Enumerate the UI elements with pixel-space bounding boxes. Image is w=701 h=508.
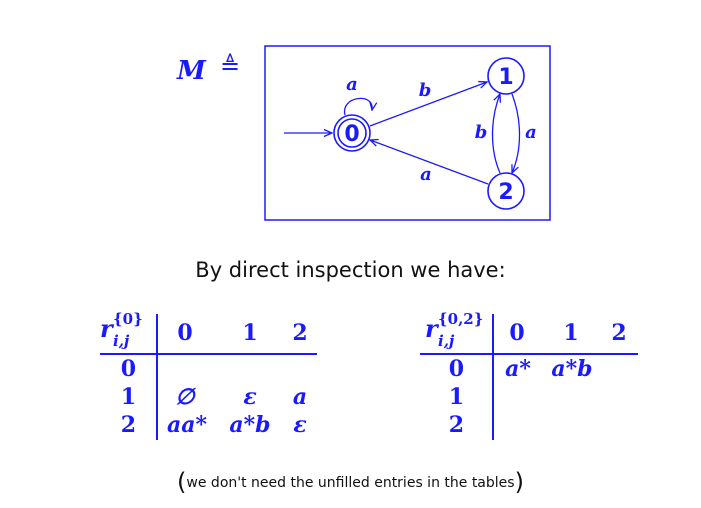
transition-0-0 — [344, 97, 373, 116]
table-cell: a* — [505, 356, 531, 382]
col-header-2: 2 — [611, 320, 627, 346]
table-r02-hline — [420, 353, 638, 355]
r-symbol: r — [425, 314, 438, 343]
table-r0-vline — [156, 314, 158, 440]
table-r02-header-symbol: r {0,2} i,j — [425, 310, 495, 362]
transition-2-0 — [370, 140, 489, 185]
defined-as-symbol: ≜ — [220, 52, 241, 80]
transition-2-0-label: a — [420, 164, 432, 185]
transition-0-0-label: a — [346, 74, 358, 95]
diagram-frame — [264, 45, 551, 221]
superscript: {0} — [113, 310, 143, 328]
table-r0-header-symbol: r {0} i,j — [100, 310, 160, 362]
table-cell: ε — [243, 384, 257, 410]
col-header-0: 0 — [509, 320, 525, 346]
footnote-text: we don't need the unfilled entries in th… — [186, 475, 515, 491]
state-1 — [487, 57, 525, 95]
table-cell: ε — [293, 412, 307, 438]
subscript: i,j — [438, 332, 455, 350]
row-header-2: 2 — [120, 412, 136, 438]
col-header-1: 1 — [563, 320, 579, 346]
state-0-label: 0 — [344, 122, 359, 147]
table-cell: ∅ — [175, 384, 195, 410]
transition-2-1-label: b — [475, 122, 488, 143]
transition-1-2 — [512, 93, 521, 173]
machine-name: M — [177, 56, 206, 86]
row-header-1: 1 — [448, 384, 464, 410]
transition-0-1-label: b — [419, 80, 432, 101]
transition-1-2-label: a — [525, 122, 537, 143]
table-cell: aa* — [166, 412, 207, 438]
row-header-2: 2 — [448, 412, 464, 438]
row-header-0: 0 — [120, 356, 136, 382]
table-cell: a — [292, 384, 308, 410]
row-header-0: 0 — [448, 356, 464, 382]
col-header-2: 2 — [292, 320, 308, 346]
transition-0-1 — [369, 82, 487, 127]
table-cell: a*b — [551, 356, 593, 382]
transition-2-1 — [491, 94, 501, 174]
table-cell: a*b — [229, 412, 271, 438]
col-header-0: 0 — [177, 320, 193, 346]
col-header-1: 1 — [242, 320, 258, 346]
state-1-label: 1 — [498, 65, 513, 90]
state-2 — [487, 172, 525, 210]
state-0-outer — [333, 114, 371, 152]
row-header-1: 1 — [120, 384, 136, 410]
table-r02-vline — [492, 314, 494, 440]
table-r0-hline — [100, 353, 317, 355]
footnote-close-paren: ) — [514, 468, 524, 496]
subscript: i,j — [113, 332, 130, 350]
superscript: {0,2} — [438, 310, 484, 328]
footnote-open-paren: ( — [177, 468, 187, 496]
state-2-label: 2 — [498, 180, 513, 205]
footnote: (we don't need the unfilled entries in t… — [0, 468, 701, 496]
r-symbol: r — [100, 314, 113, 343]
caption: By direct inspection we have: — [195, 258, 506, 282]
state-0-inner — [337, 118, 367, 148]
